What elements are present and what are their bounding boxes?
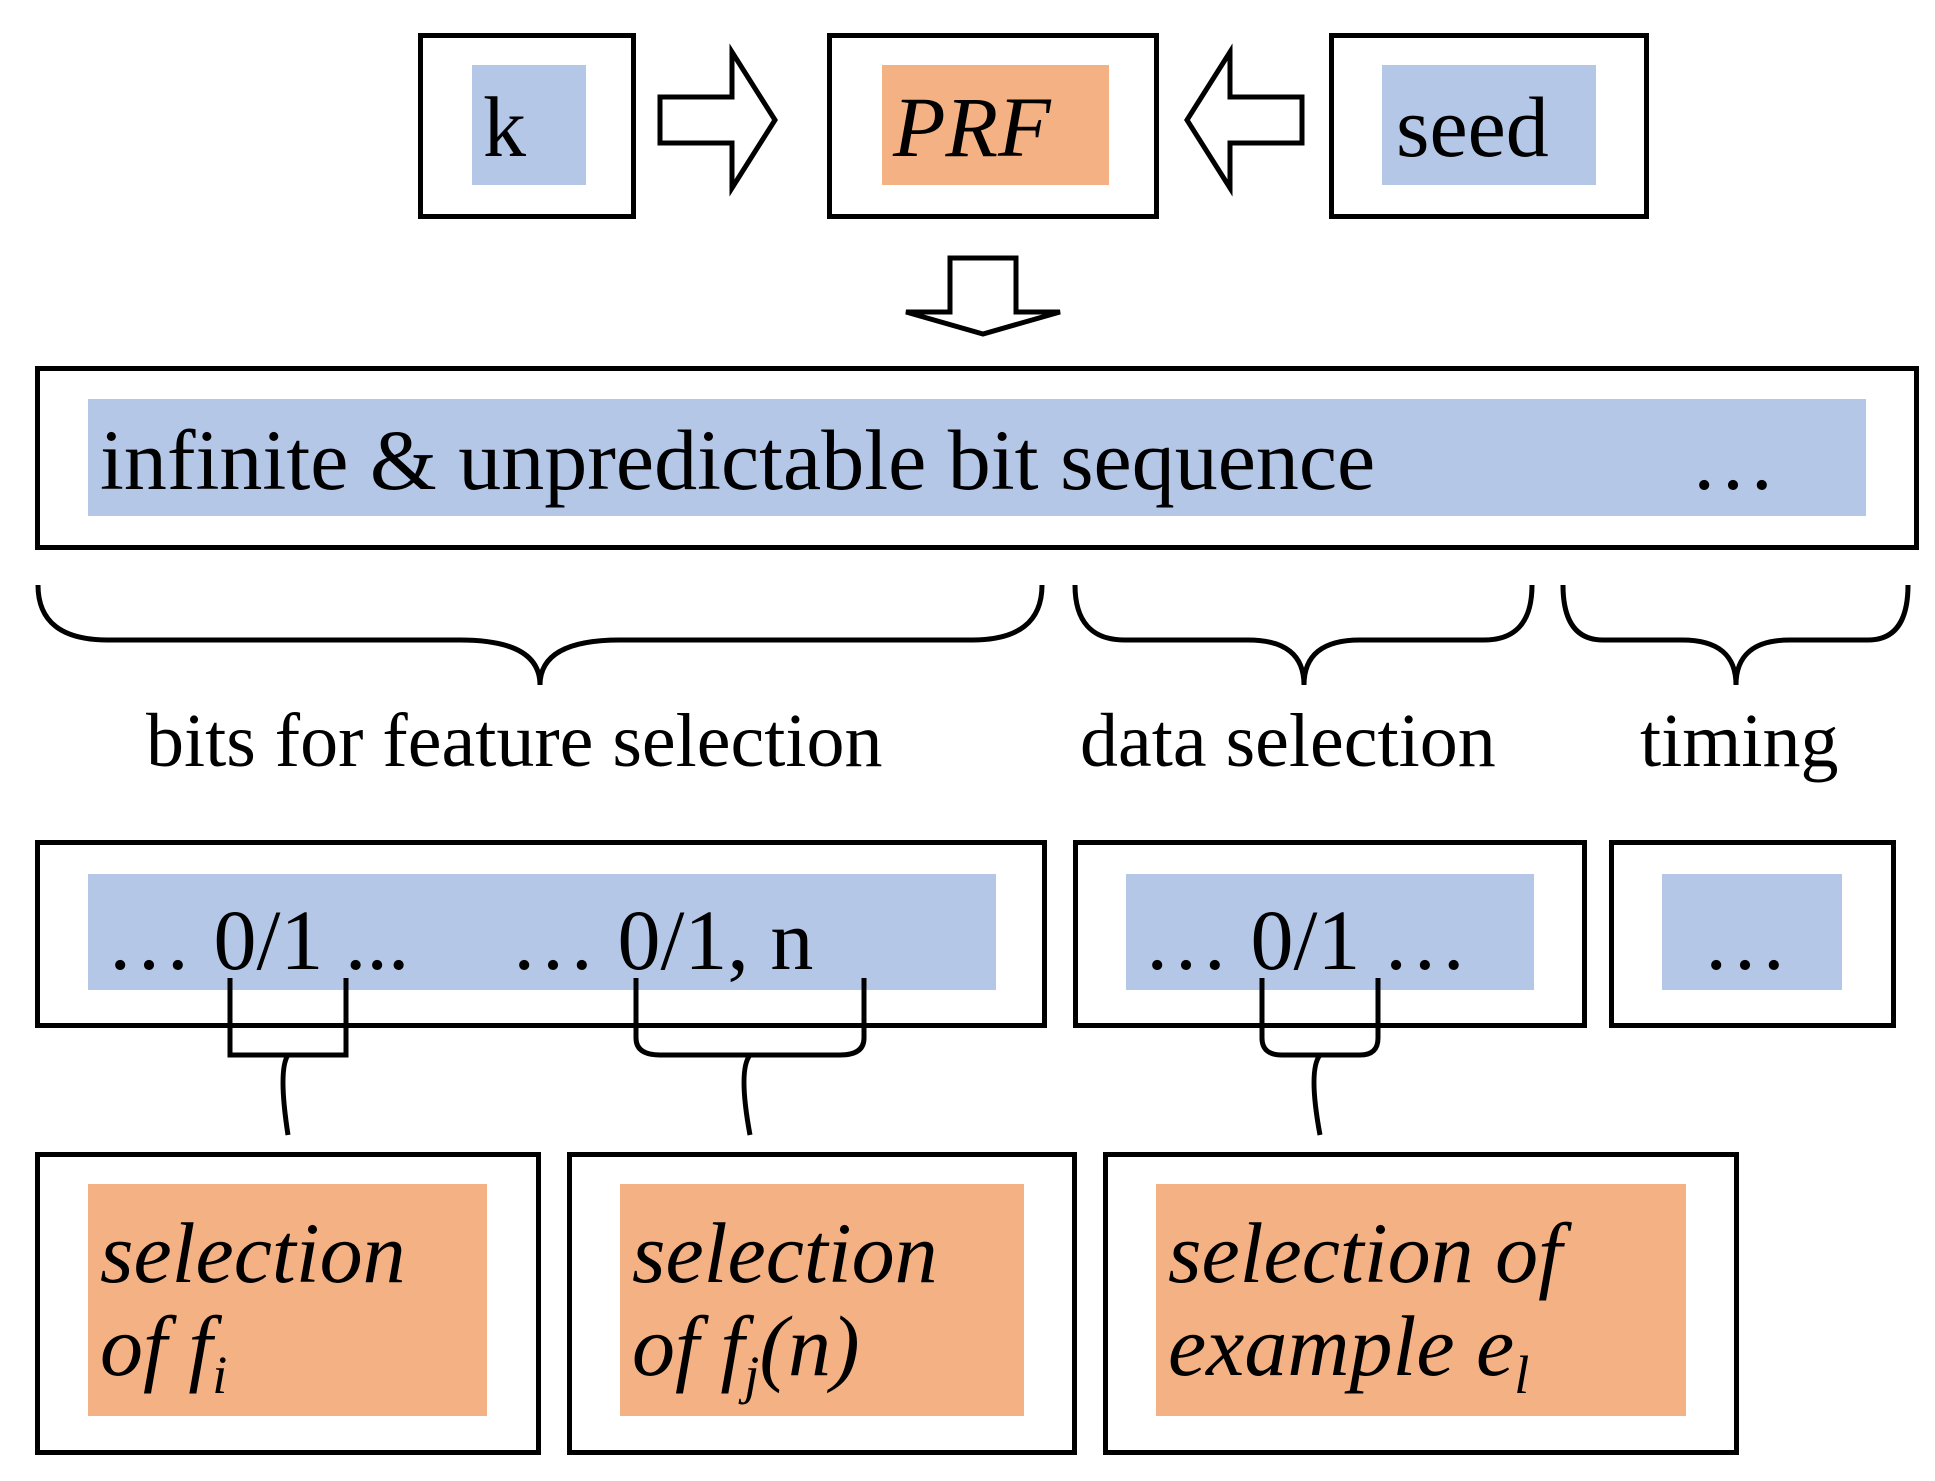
output-fj-line2-text: of f xyxy=(632,1297,745,1394)
key-fill xyxy=(472,65,586,185)
timing-bits-label: … xyxy=(1702,892,1788,988)
prf-label: PRF xyxy=(893,79,1051,175)
key-box xyxy=(418,33,636,219)
output-el-sub: l xyxy=(1514,1345,1530,1406)
output-fill-el xyxy=(1156,1184,1686,1416)
output-fj-sub: j xyxy=(744,1345,760,1406)
output-el-line2-text: example e xyxy=(1168,1297,1515,1394)
brace-feature-icon xyxy=(35,584,1045,686)
arrow-left-icon xyxy=(1184,43,1305,197)
timing-group-label: timing xyxy=(1640,699,1839,783)
output-fi-line1: selection xyxy=(100,1205,406,1301)
seed-fill xyxy=(1382,65,1596,185)
bracket-el-icon xyxy=(1259,978,1381,1136)
key-label: k xyxy=(483,79,526,175)
feature-group-label: bits for feature selection xyxy=(146,699,883,783)
output-el-line2: example el xyxy=(1168,1297,1562,1406)
seed-label: seed xyxy=(1396,79,1549,175)
timing-bits-fill xyxy=(1662,874,1842,990)
brace-data-icon xyxy=(1072,584,1535,686)
bracket-fi-icon xyxy=(227,978,349,1136)
prf-fill xyxy=(882,65,1109,185)
output-fj-line1: selection xyxy=(632,1205,938,1301)
output-fj-line2-tail: (n) xyxy=(759,1297,860,1394)
arrow-right-icon xyxy=(657,43,778,197)
feature-bits-fill xyxy=(88,874,996,990)
output-fi-line2: of fi xyxy=(100,1297,406,1406)
output-fj-line2: of fj(n) xyxy=(632,1297,938,1406)
output-fill-fi xyxy=(88,1184,487,1416)
output-fi-line2-text: of f xyxy=(100,1297,213,1394)
sequence-fill xyxy=(88,399,1866,516)
output-text-fi: selection of fi xyxy=(100,1205,406,1406)
output-text-fj: selection of fj(n) xyxy=(632,1205,938,1406)
output-fi-sub: i xyxy=(212,1345,228,1406)
data-group-label: data selection xyxy=(1080,699,1496,783)
output-text-el: selection of example el xyxy=(1168,1205,1563,1406)
data-bits-fill xyxy=(1126,874,1534,990)
brace-timing-icon xyxy=(1560,584,1911,686)
data-bits-label: … 0/1 … xyxy=(1143,892,1468,988)
arrow-down-icon xyxy=(905,255,1061,337)
feature-bits-b: … 0/1, n xyxy=(510,892,814,988)
feature-bits-a: … 0/1 ... xyxy=(106,892,410,988)
output-el-line1: selection of xyxy=(1168,1205,1563,1301)
sequence-ellipsis: … xyxy=(1690,412,1776,508)
bracket-fj-icon xyxy=(633,978,867,1136)
output-fill-fj xyxy=(620,1184,1024,1416)
sequence-label: infinite & unpredictable bit sequence xyxy=(100,412,1376,508)
